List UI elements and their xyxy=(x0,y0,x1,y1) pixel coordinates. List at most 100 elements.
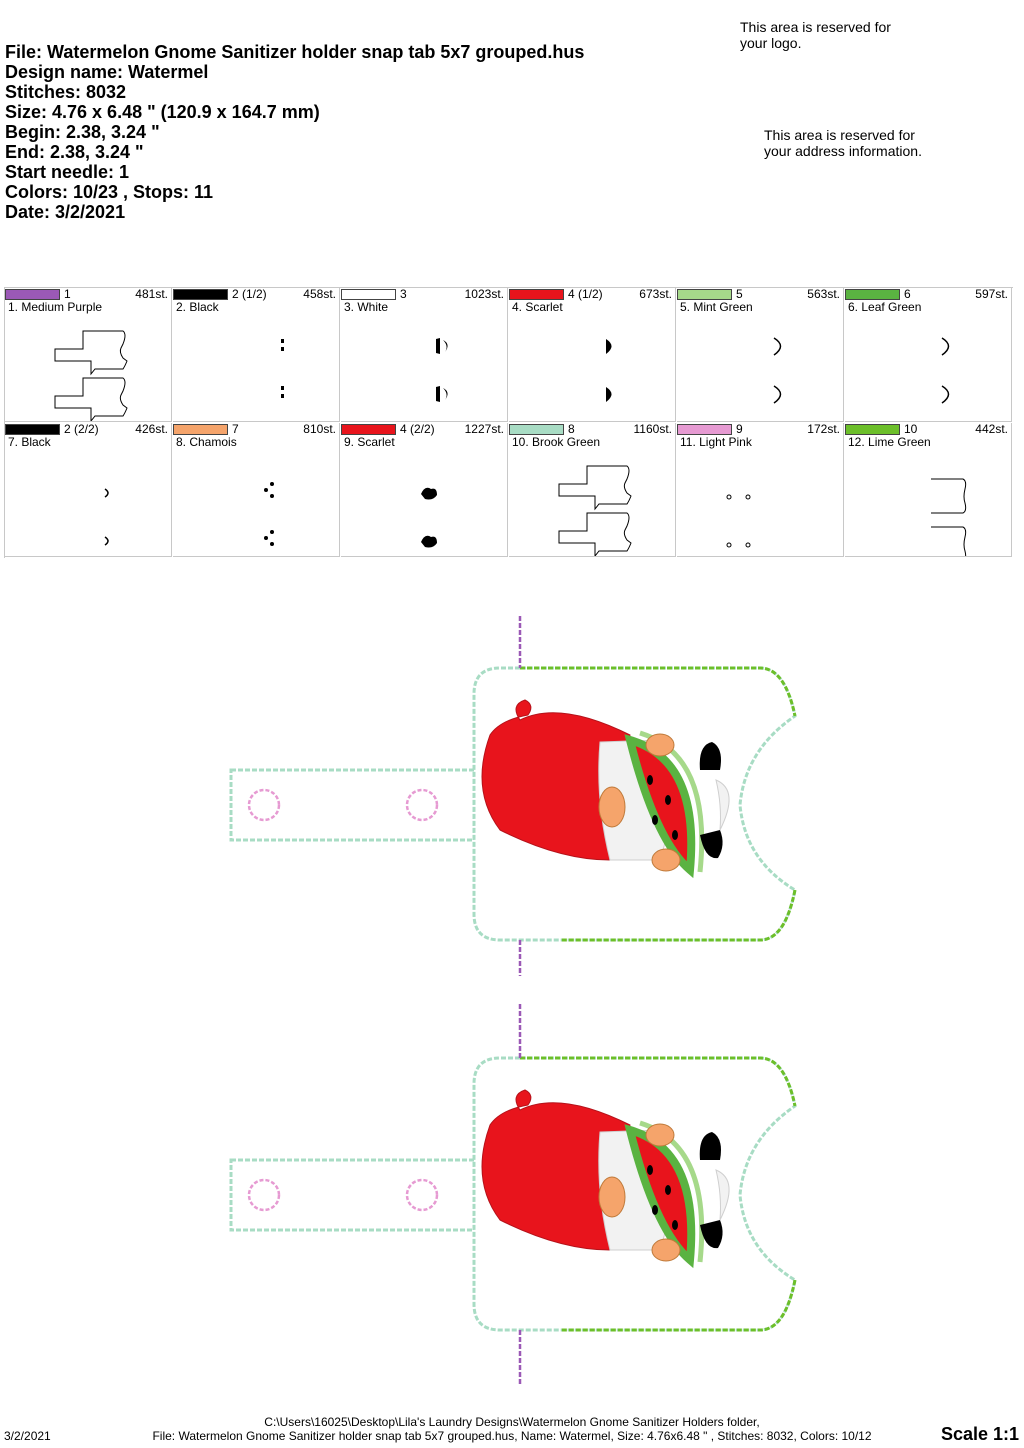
watermelon-seed xyxy=(672,1220,678,1230)
sanitizer-holder xyxy=(229,1056,797,1332)
color-name: 9. Scarlet xyxy=(344,435,395,449)
watermelon-seed xyxy=(665,795,671,805)
color-number: 10 xyxy=(904,422,918,436)
color-cell: 8 1160st. 10. Brook Green xyxy=(509,423,676,557)
color-number: 1 xyxy=(64,287,71,301)
watermelon-seed xyxy=(672,830,678,840)
color-swatch xyxy=(509,424,564,435)
color-name: 5. Mint Green xyxy=(680,300,753,314)
gnome-boot xyxy=(699,742,721,770)
color-name: 3. White xyxy=(344,300,389,314)
crescent-icon xyxy=(773,337,782,404)
color-stitch-count: 481st. xyxy=(135,287,168,301)
color-number: 9 xyxy=(736,422,743,436)
small-arc-icon xyxy=(104,488,109,546)
color-number: 2 (2/2) xyxy=(64,422,99,436)
design-info: File: Watermelon Gnome Sanitizer holder … xyxy=(5,42,584,222)
footer-folder-path: C:\Users\16025\Desktop\Lila's Laundry De… xyxy=(264,1415,760,1429)
color-cell: 2 (1/2) 458st. 2. Black xyxy=(173,288,340,422)
holder-outline-icon xyxy=(558,465,632,556)
crescent-icon xyxy=(941,337,950,404)
end-point: End: 2.38, 3.24 " xyxy=(5,142,144,162)
color-swatch xyxy=(341,424,396,435)
scale-label: Scale 1:1 xyxy=(940,1424,1019,1444)
gnome-boot xyxy=(700,830,723,859)
color-cell: 2 (2/2)426st.7. Black xyxy=(5,423,172,557)
color-swatch xyxy=(173,289,228,300)
snap-circle xyxy=(247,1178,281,1212)
color-stitch-count: 673st. xyxy=(639,287,672,301)
color-name: 1. Medium Purple xyxy=(8,300,103,314)
eyes-dots-icon xyxy=(281,339,284,398)
footer-summary: File: Watermelon Gnome Sanitizer holder … xyxy=(152,1429,872,1443)
design-name: Design name: Watermel xyxy=(5,62,209,82)
holder-bottom-edge xyxy=(560,1279,797,1332)
beard-icon xyxy=(436,338,448,402)
gnome-hand xyxy=(651,1238,681,1262)
gnome-hand xyxy=(645,1123,675,1147)
color-cell: 3 1023st. 3. White xyxy=(341,288,508,422)
watermelon-seed xyxy=(652,1205,658,1215)
file-name: File: Watermelon Gnome Sanitizer holder … xyxy=(5,42,585,62)
begin-point: Begin: 2.38, 3.24 " xyxy=(5,122,160,142)
color-cell: 1 481st. 1. Medium Purple xyxy=(5,288,172,422)
holder-top-edge xyxy=(520,666,797,717)
gnome-nose xyxy=(598,786,626,828)
color-name: 12. Lime Green xyxy=(848,435,931,449)
gnome-nose xyxy=(598,1176,626,1218)
color-number: 8 xyxy=(568,422,575,436)
holder-outline-icon xyxy=(54,330,128,421)
stitch-count: Stitches: 8032 xyxy=(5,82,127,102)
color-stitch-count: 458st. xyxy=(303,287,336,301)
gnome-beard-tip xyxy=(715,1169,730,1221)
snap-circle xyxy=(405,788,439,822)
footer-info: C:\Users\16025\Desktop\Lila's Laundry De… xyxy=(0,1415,1024,1443)
gnome-beard-tip xyxy=(715,779,730,831)
bracket-icon xyxy=(931,478,967,556)
color-swatch xyxy=(845,424,900,435)
watermelon-seed xyxy=(647,1165,653,1175)
design-size: Size: 4.76 x 6.48 " (120.9 x 164.7 mm) xyxy=(5,102,320,122)
snap-circles-icon xyxy=(726,494,751,548)
color-cell: 4 (1/2)673st.4. Scarlet xyxy=(509,288,676,422)
color-name: 10. Brook Green xyxy=(512,435,601,449)
watermelon-seed xyxy=(665,1185,671,1195)
color-number: 2 (1/2) xyxy=(232,287,267,301)
gnome-hand xyxy=(645,733,675,757)
color-swatch xyxy=(845,289,900,300)
gnome-boot xyxy=(699,1132,721,1160)
snap-circle xyxy=(247,788,281,822)
color-stitch-count: 597st. xyxy=(975,287,1008,301)
seeds-icon xyxy=(264,482,274,546)
address-placeholder: This area is reserved for your address i… xyxy=(764,127,922,159)
watermelon-seed xyxy=(652,815,658,825)
gnome-boot xyxy=(700,1220,723,1249)
holder-bottom-edge xyxy=(560,889,797,942)
footer-date: 3/2/2021 xyxy=(4,1429,51,1443)
start-needle: Start needle: 1 xyxy=(5,162,130,182)
color-stitch-count: 1023st. xyxy=(464,287,504,301)
logo-placeholder: This area is reserved for your logo. xyxy=(740,19,891,51)
color-stitch-count: 172st. xyxy=(807,422,840,436)
color-number: 5 xyxy=(736,287,743,301)
color-number: 3 xyxy=(400,287,407,301)
color-stitch-count: 1227st. xyxy=(464,422,504,436)
color-stitch-count: 1160st. xyxy=(633,422,672,436)
color-stop-count: Colors: 10/23 , Stops: 11 xyxy=(5,182,214,202)
color-name: 6. Leaf Green xyxy=(848,300,922,314)
color-swatch xyxy=(5,424,60,435)
color-sequence-grid: 1 481st. 1. Medium Purple 2 (1/2) 458st. 2. B… xyxy=(4,287,1013,558)
color-name: 2. Black xyxy=(176,300,219,314)
snap-circle xyxy=(405,1178,439,1212)
gnome-hand xyxy=(651,848,681,872)
design-preview xyxy=(229,616,797,1384)
color-stitch-count: 426st. xyxy=(135,422,168,436)
color-swatch xyxy=(173,424,228,435)
color-cell: 4 (2/2)1227st.9. Scarlet xyxy=(341,423,508,557)
design-date: Date: 3/2/2021 xyxy=(5,202,126,222)
watermelon-seed xyxy=(647,775,653,785)
half-circle-icon xyxy=(606,339,612,402)
